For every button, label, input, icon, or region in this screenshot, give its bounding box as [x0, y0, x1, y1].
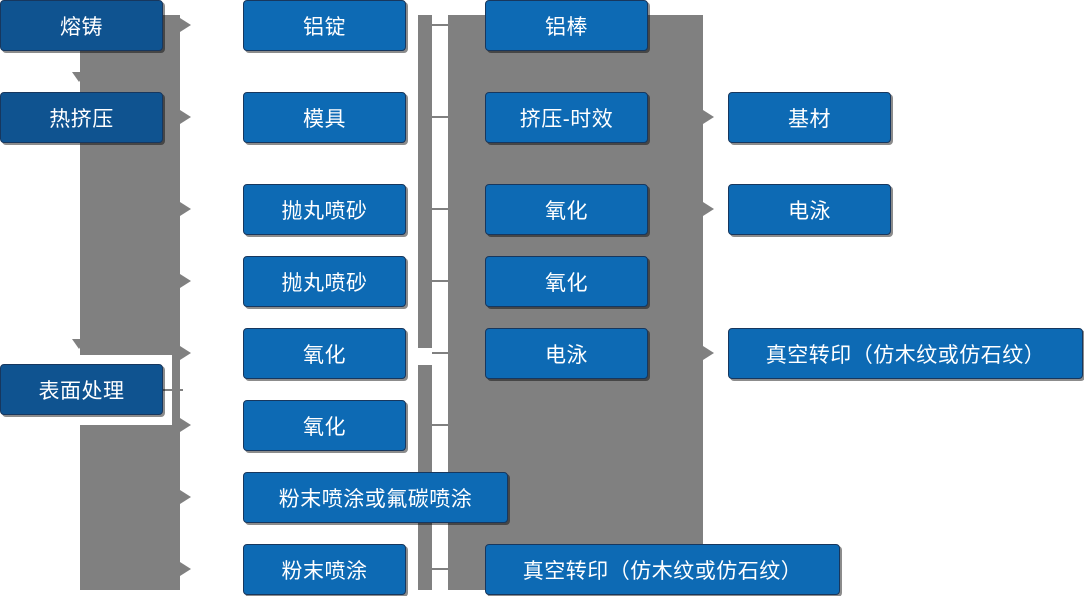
- node-box-oxidation-1[interactable]: 氧化: [243, 328, 406, 379]
- process-box-aluminum-bar[interactable]: 铝棒: [485, 0, 648, 51]
- left-band-arrow-3: [180, 202, 191, 216]
- process-box-vacuum-transfer-printing[interactable]: 真空转印（仿木纹或仿石纹）: [485, 544, 840, 595]
- node-box-label: 粉末喷涂: [281, 559, 368, 583]
- node-box-label: 抛丸喷砂: [281, 199, 368, 223]
- stage-box-melt-casting[interactable]: 熔铸: [0, 0, 163, 51]
- process-box-extrusion-aging[interactable]: 挤压-时效: [485, 92, 648, 143]
- process-box-label: 氧化: [545, 271, 588, 295]
- node-box-powder-or-fluorocarbon-coating[interactable]: 粉末喷涂或氟碳喷涂: [243, 472, 508, 523]
- left-band-arrow-7: [180, 490, 191, 504]
- right-band-arrow-3: [703, 346, 714, 360]
- mid-tick-1: [432, 24, 452, 26]
- process-box-oxidation-1[interactable]: 氧化: [485, 184, 648, 235]
- left-band-arrow-2: [180, 110, 191, 124]
- down-arrow-melt-to-extrude: [72, 72, 86, 82]
- mid-tick-4: [432, 280, 452, 282]
- stage-3-connector-stub: [163, 389, 183, 391]
- left-band-arrow-6: [180, 418, 191, 432]
- node-box-label: 铝锭: [303, 15, 346, 39]
- mid-tick-2: [432, 116, 452, 118]
- node-box-label: 模具: [303, 107, 346, 131]
- process-box-oxidation-2[interactable]: 氧化: [485, 256, 648, 307]
- stage-box-hot-extrusion[interactable]: 热挤压: [0, 92, 163, 143]
- node-box-label: 氧化: [303, 415, 346, 439]
- right-arrow-stub-3: [694, 352, 708, 354]
- process-box-label: 氧化: [545, 199, 588, 223]
- left-band-arrow-4: [180, 274, 191, 288]
- mid-tick-8: [432, 568, 452, 570]
- node-box-powder-coating[interactable]: 粉末喷涂: [243, 544, 406, 595]
- node-box-label: 氧化: [303, 343, 346, 367]
- node-box-label: 粉末喷涂或氟碳喷涂: [278, 487, 473, 511]
- output-box-substrate[interactable]: 基材: [728, 92, 891, 143]
- stage-box-label: 热挤压: [49, 107, 114, 131]
- mid-tick-5: [432, 352, 452, 354]
- down-arrow-extrude-to-surface: [72, 339, 86, 349]
- process-box-label: 真空转印（仿木纹或仿石纹）: [522, 559, 803, 583]
- node-box-shot-blasting-1[interactable]: 抛丸喷砂: [243, 184, 406, 235]
- right-arrow-stub-1: [694, 116, 708, 118]
- stage-box-label: 表面处理: [38, 379, 125, 403]
- output-box-electrophoresis[interactable]: 电泳: [728, 184, 891, 235]
- node-box-aluminum-ingot[interactable]: 铝锭: [243, 0, 406, 51]
- node-box-mold[interactable]: 模具: [243, 92, 406, 143]
- output-box-label: 真空转印（仿木纹或仿石纹）: [765, 343, 1046, 367]
- process-box-label: 电泳: [545, 343, 588, 367]
- output-box-label: 基材: [788, 107, 831, 131]
- node-box-oxidation-2[interactable]: 氧化: [243, 400, 406, 451]
- left-band-arrow-8: [180, 562, 191, 576]
- mid-tick-3: [432, 208, 452, 210]
- mid-spine-upper: [418, 15, 432, 348]
- right-arrow-stub-2: [694, 208, 708, 210]
- stage-box-label: 熔铸: [60, 15, 103, 39]
- process-box-label: 铝棒: [545, 15, 588, 39]
- process-box-label: 挤压-时效: [519, 107, 614, 131]
- stage-box-surface-treatment[interactable]: 表面处理: [0, 364, 163, 415]
- mid-tick-6: [432, 424, 452, 426]
- output-box-vacuum-transfer-printing[interactable]: 真空转印（仿木纹或仿石纹）: [728, 328, 1083, 379]
- left-band-arrow-1: [180, 18, 191, 32]
- process-box-electrophoresis[interactable]: 电泳: [485, 328, 648, 379]
- output-box-label: 电泳: [788, 199, 831, 223]
- node-box-label: 抛丸喷砂: [281, 271, 368, 295]
- left-band-arrow-5: [180, 346, 191, 360]
- node-box-shot-blasting-2[interactable]: 抛丸喷砂: [243, 256, 406, 307]
- right-band-arrow-2: [703, 202, 714, 216]
- right-band-arrow-1: [703, 110, 714, 124]
